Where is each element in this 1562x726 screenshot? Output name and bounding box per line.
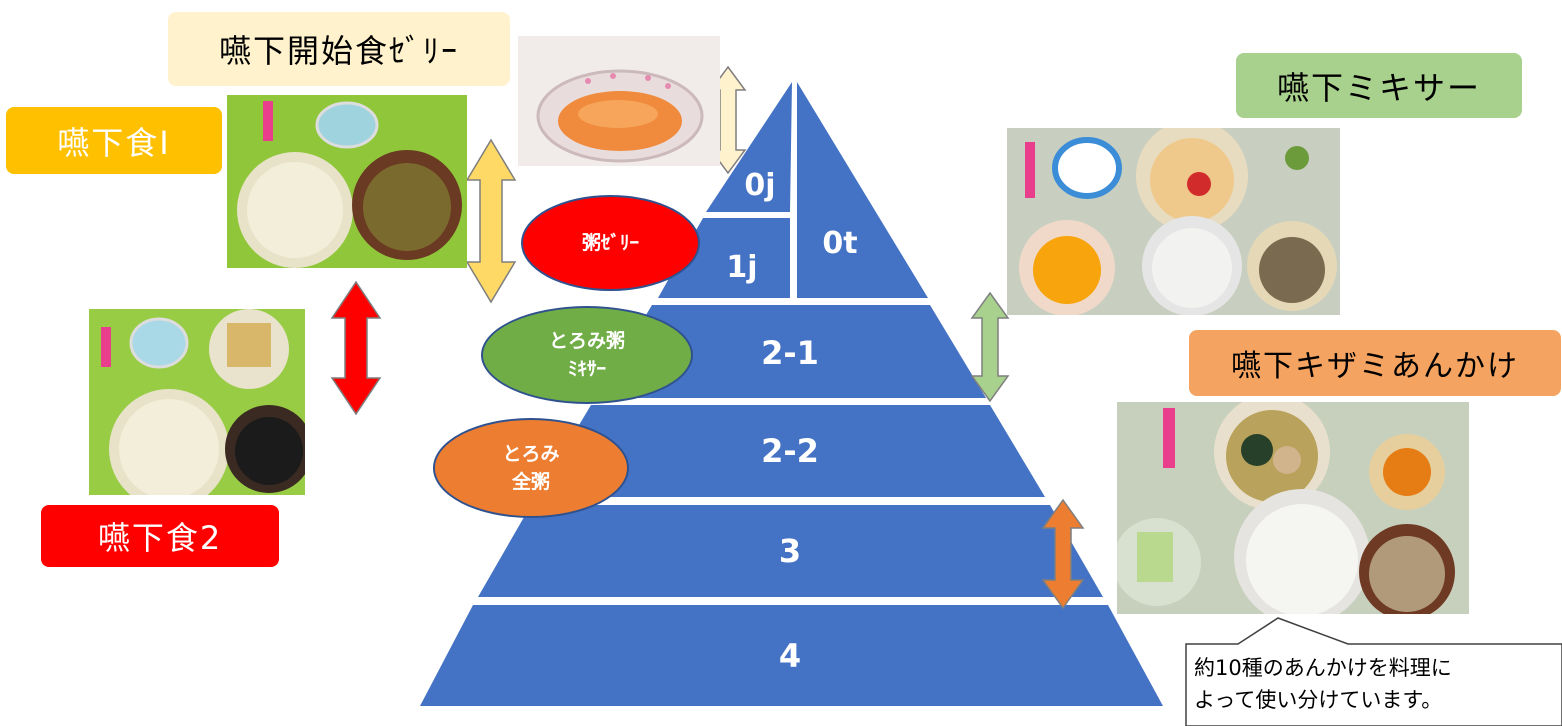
- ellipse-kayu-jelly: 粥ｾﾞﾘｰ: [521, 195, 700, 291]
- ellipse-toromi-kayu: とろみ粥 ﾐｷｻｰ: [481, 306, 693, 404]
- pyramid-label-2-1: 2-1: [761, 334, 819, 372]
- label-food1: 嚥下食Ⅰ: [6, 107, 222, 174]
- ellipse-toromi-kayu-text: とろみ粥 ﾐｷｻｰ: [548, 330, 625, 380]
- pyramid-label-0j: 0j: [744, 168, 775, 203]
- label-kizami-text: 嚥下キザミあんかけ: [1231, 349, 1519, 384]
- label-mixer-text: 嚥下ミキサー: [1276, 68, 1481, 107]
- photo-mixer: [1007, 128, 1340, 315]
- label-mixer: 嚥下ミキサー: [1236, 53, 1522, 118]
- pyramid-level-2-1: [596, 305, 986, 398]
- callout-shape: [1185, 617, 1562, 726]
- arrow-food1: [465, 138, 517, 304]
- label-start-jelly-text: 嚥下開始食ｾﾞﾘｰ: [218, 32, 459, 70]
- label-kizami: 嚥下キザミあんかけ: [1189, 330, 1561, 396]
- pyramid-level-3: [478, 505, 1103, 597]
- label-start-jelly: 嚥下開始食ｾﾞﾘｰ: [168, 12, 510, 86]
- callout-text: 約10種のあんかけを料理に よって使い分けています。: [1194, 652, 1560, 716]
- label-food1-text: 嚥下食Ⅰ: [57, 123, 171, 162]
- ellipse-kayu-jelly-text: 粥ｾﾞﾘｰ: [581, 232, 639, 254]
- photo-food2: [89, 309, 305, 495]
- photo-kizami: [1117, 402, 1469, 614]
- pyramid-level-4: [420, 605, 1163, 706]
- pyramid-label-3: 3: [779, 532, 801, 570]
- label-food2-text: 嚥下食2: [97, 519, 223, 557]
- photo-start-jelly: [518, 36, 720, 166]
- ellipse-toromi-zenkayu-text: とろみ 全粥: [502, 443, 560, 493]
- pyramid-level-0t: [797, 82, 928, 298]
- arrow-food2: [330, 280, 382, 416]
- pyramid-label-4: 4: [779, 637, 801, 675]
- pyramid-level-2-2: [536, 405, 1045, 497]
- callout-line-2: よって使い分けています。: [1194, 688, 1443, 712]
- pyramid-label-2-2: 2-2: [761, 432, 819, 470]
- callout-line-1: 約10種のあんかけを料理に: [1194, 656, 1452, 680]
- pyramid-label-0t: 0t: [822, 226, 857, 261]
- ellipse-toromi-zenkayu: とろみ 全粥: [433, 418, 629, 518]
- arrow-kizami: [1041, 498, 1085, 610]
- pyramid-level-0j: [706, 82, 792, 212]
- label-food2: 嚥下食2: [41, 505, 279, 567]
- photo-food1: [227, 95, 467, 268]
- pyramid-level-1j: [658, 218, 790, 298]
- arrow-mixer: [970, 291, 1010, 403]
- pyramid-label-1j: 1j: [726, 250, 757, 285]
